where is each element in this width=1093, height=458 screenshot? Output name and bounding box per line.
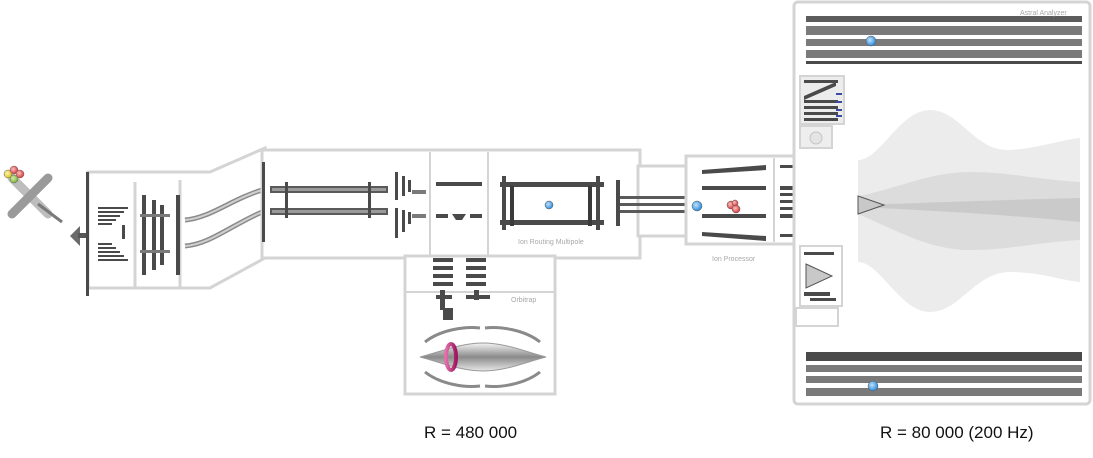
front-end-ion-optics bbox=[86, 145, 267, 296]
droplet-cluster bbox=[3, 165, 25, 184]
ion-packet bbox=[691, 200, 703, 212]
astral-resolution-label: R = 80 000 (200 Hz) bbox=[880, 423, 1034, 442]
quadrupole-rods bbox=[270, 182, 388, 218]
spray-emitter bbox=[7, 173, 63, 224]
top-ion-mirror bbox=[806, 16, 1082, 64]
lower-side-stack bbox=[795, 245, 843, 327]
c-trap bbox=[436, 182, 482, 220]
ion-routing-multipole: Ion Routing Multipole bbox=[500, 176, 604, 246]
orbiting-ion-ring bbox=[444, 342, 458, 372]
astral-analyzer: Astral Analyzer bbox=[792, 0, 1092, 406]
orbitrap-transfer-optics bbox=[433, 258, 490, 320]
ion-packet bbox=[544, 200, 554, 210]
ion-packet-cluster bbox=[726, 199, 741, 214]
entry-cone bbox=[857, 195, 886, 215]
ion-flight-region bbox=[858, 80, 1080, 332]
ion-packet bbox=[867, 380, 879, 392]
ion-routing-multipole-label: Ion Routing Multipole bbox=[518, 239, 584, 246]
ion-funnel bbox=[98, 207, 128, 261]
quadrupole-section: Ion Routing Multipole bbox=[260, 148, 642, 260]
astral-analyzer-label: Astral Analyzer bbox=[1020, 10, 1067, 17]
transfer-multipole bbox=[620, 164, 690, 238]
orbitrap-analyzer bbox=[419, 326, 547, 388]
bottom-ion-mirror bbox=[806, 352, 1082, 396]
orbitrap-label: Orbitrap bbox=[511, 297, 536, 304]
deflector-stack bbox=[799, 75, 845, 149]
ion-processor-label: Ion Processor bbox=[712, 256, 756, 263]
inlet-cone bbox=[70, 226, 80, 246]
orbitrap-section: Orbitrap bbox=[403, 254, 557, 396]
orbitrap-resolution-label: R = 480 000 bbox=[424, 423, 518, 442]
ion-packet bbox=[865, 35, 877, 47]
